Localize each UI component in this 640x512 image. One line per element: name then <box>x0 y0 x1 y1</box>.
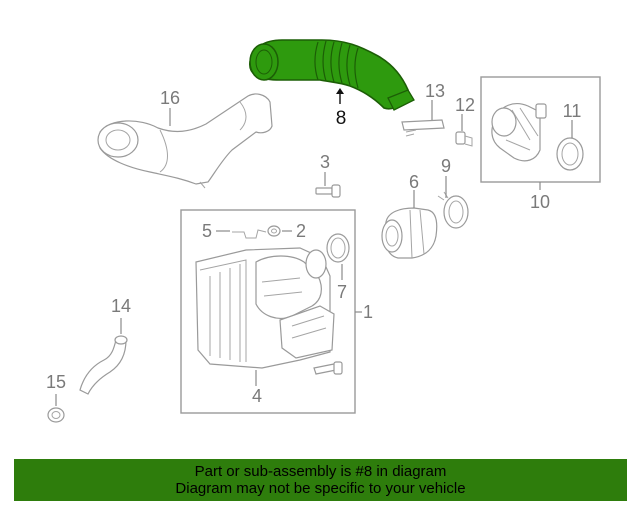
banner-line-2: Diagram may not be specific to your vehi… <box>175 480 466 497</box>
callout-5[interactable]: 5 <box>202 221 212 241</box>
part-2-grommet[interactable] <box>267 225 281 237</box>
callout-10[interactable]: 10 <box>530 192 550 212</box>
part-16-intake-duct[interactable] <box>97 93 273 189</box>
part-12-bolt[interactable] <box>455 131 473 147</box>
part-8-air-hose[interactable] <box>249 39 415 111</box>
leader-8-arrow <box>336 88 344 94</box>
air-cleaner-housing[interactable] <box>195 247 335 369</box>
part-10-housing[interactable] <box>491 103 547 162</box>
part-11-ring[interactable] <box>556 137 584 171</box>
callout-15[interactable]: 15 <box>46 372 66 392</box>
callout-9[interactable]: 9 <box>441 156 451 176</box>
callout-3[interactable]: 3 <box>320 152 330 172</box>
banner-line-1: Part or sub-assembly is #8 in diagram <box>194 463 447 480</box>
callout-13[interactable]: 13 <box>425 81 445 101</box>
part-6-sensor[interactable] <box>381 207 438 259</box>
callout-7[interactable]: 7 <box>337 282 347 302</box>
callout-14[interactable]: 14 <box>111 296 131 316</box>
callout-6[interactable]: 6 <box>409 172 419 192</box>
info-banner: Part or sub-assembly is #8 in diagram Di… <box>14 459 627 501</box>
part-13-strip[interactable] <box>401 119 445 137</box>
callout-12[interactable]: 12 <box>455 95 475 115</box>
callout-16[interactable]: 16 <box>160 88 180 108</box>
callout-1[interactable]: 1 <box>363 302 373 322</box>
callout-2[interactable]: 2 <box>296 221 306 241</box>
part-7-seal[interactable] <box>326 233 350 263</box>
callout-4[interactable]: 4 <box>252 386 262 406</box>
callout-8[interactable]: 8 <box>336 108 347 129</box>
part-5-clip[interactable] <box>232 229 267 239</box>
part-9-clamp[interactable] <box>437 191 469 229</box>
housing-bolt[interactable] <box>313 361 343 375</box>
part-3-bolt[interactable] <box>315 184 341 198</box>
part-15-clamp[interactable] <box>47 407 65 423</box>
callout-11[interactable]: 11 <box>563 101 582 121</box>
part-14-hose[interactable] <box>79 335 128 395</box>
